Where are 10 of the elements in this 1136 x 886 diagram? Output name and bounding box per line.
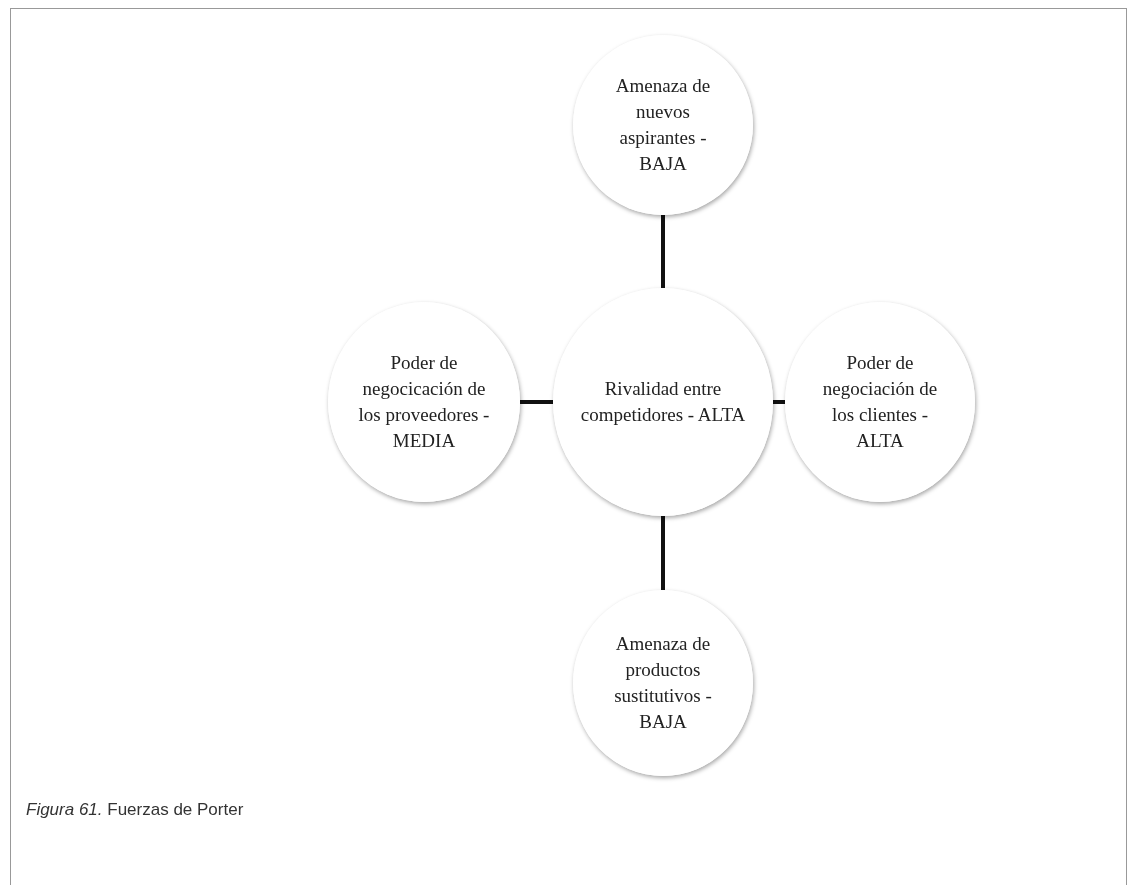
connector-line xyxy=(661,516,665,590)
node-label: Rivalidad entre competidores - ALTA xyxy=(579,377,747,427)
node-label: Amenaza de productos sustitutivos - BAJA xyxy=(613,632,713,734)
connector-line xyxy=(661,215,665,288)
node-label: Amenaza de nuevos aspirantes - BAJA xyxy=(614,74,712,176)
figure-caption: Figura 61. Fuerzas de Porter xyxy=(26,800,244,820)
connector-line xyxy=(520,400,553,404)
connector-line xyxy=(773,400,785,404)
node-label: Poder de negociación de los clientes - ALTA xyxy=(821,351,939,453)
node-label: Poder de negocicación de los proveedores - MEDIA xyxy=(357,351,491,453)
